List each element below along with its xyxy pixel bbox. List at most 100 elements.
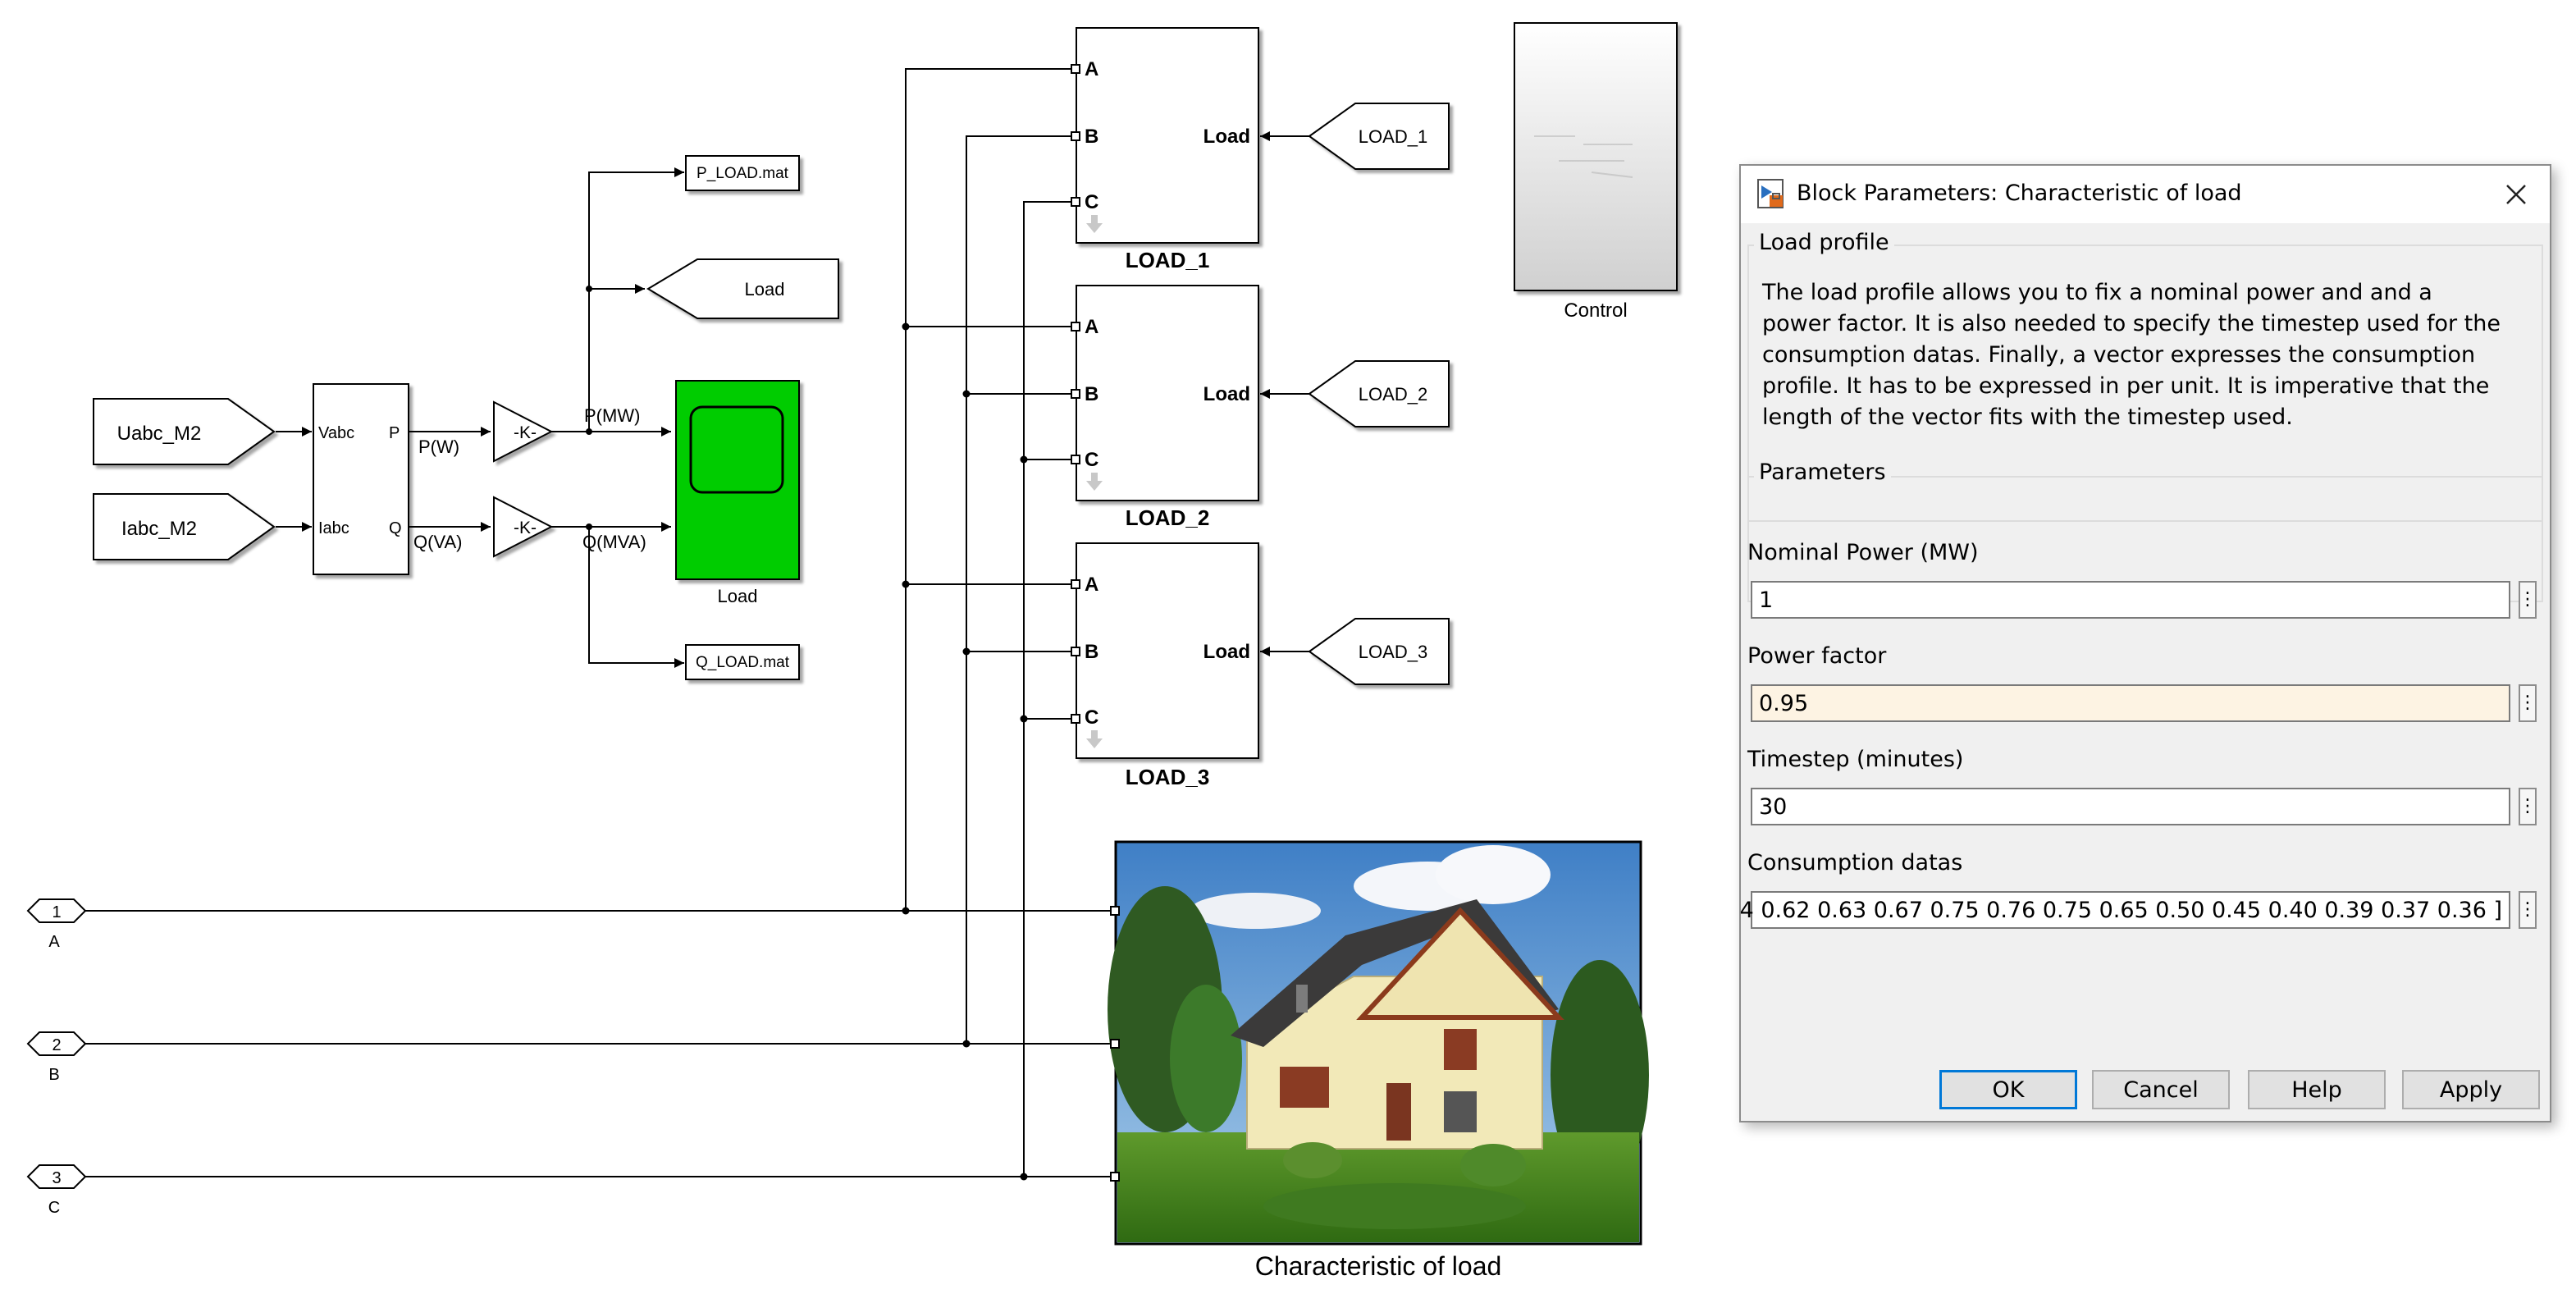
- port-squares: [1071, 64, 1080, 724]
- characteristic-of-load-label: Characteristic of load: [1255, 1251, 1502, 1281]
- ground-arrow-icon: [1086, 473, 1103, 491]
- junction-dot: [1020, 1173, 1028, 1181]
- port-iabc: Iabc: [318, 519, 349, 537]
- load-3-out-port: Load: [1204, 641, 1250, 663]
- control-block[interactable]: [1514, 22, 1678, 291]
- junction-dot: [586, 428, 592, 435]
- scope-screen-icon: [689, 405, 784, 494]
- load-block-1[interactable]: [1076, 27, 1259, 244]
- power-factor-label: Power factor: [1747, 643, 1887, 669]
- to-file-q-load-label: Q_LOAD.mat: [696, 654, 790, 671]
- consumption-datas-more-button[interactable]: ⋮: [2519, 891, 2537, 929]
- load-1-port-c: C: [1085, 191, 1098, 213]
- junction-dot: [962, 647, 971, 656]
- consumption-datas-label: Consumption datas: [1747, 850, 1963, 876]
- help-button[interactable]: Help: [2248, 1070, 2386, 1109]
- phase-port-a[interactable]: [26, 898, 87, 923]
- nominal-power-label: Nominal Power (MW): [1747, 540, 1979, 565]
- hedge: [1263, 1183, 1526, 1229]
- gain-q-label: -K-: [514, 519, 537, 537]
- close-button[interactable]: [2494, 172, 2538, 217]
- cloud: [1436, 845, 1551, 904]
- ground-arrow-icon: [1086, 730, 1103, 748]
- control-faint-diagram: [1534, 135, 1633, 178]
- from-tag-uabc-label: Uabc_M2: [117, 423, 202, 445]
- power-factor-field[interactable]: 0.95: [1751, 684, 2510, 722]
- phase-port-c-number: 3: [52, 1169, 61, 1187]
- signal-q-mva: Q(MVA): [582, 532, 646, 552]
- block-parameters-dialog[interactable]: Block Parameters: Characteristic of load…: [1739, 164, 2551, 1122]
- house-gable: [1356, 907, 1564, 1020]
- load-2-port-a: A: [1085, 316, 1098, 338]
- from-tag-load-2[interactable]: [1308, 360, 1450, 427]
- junction-dot: [1020, 715, 1028, 723]
- wire-to-p-file: [588, 167, 684, 432]
- load-3-port-c: C: [1085, 706, 1098, 729]
- phase-port-b-number: 2: [52, 1036, 61, 1054]
- cloud: [1190, 893, 1321, 929]
- junction-dot: [586, 286, 592, 292]
- dialog-title-bar[interactable]: Block Parameters: Characteristic of load: [1741, 166, 2550, 223]
- load-1-port-a: A: [1085, 58, 1098, 80]
- from-tag-load-1[interactable]: [1308, 103, 1450, 170]
- tree: [1170, 985, 1242, 1132]
- port-p: P: [389, 424, 400, 442]
- load-block-3[interactable]: [1076, 542, 1259, 759]
- signal-q-va: Q(VA): [413, 532, 462, 552]
- load-2-port-b: B: [1085, 383, 1098, 405]
- bus-c-riser: [1023, 201, 1076, 1177]
- window-shutter: [1444, 1029, 1477, 1070]
- power-factor-more-button[interactable]: ⋮: [2519, 684, 2537, 722]
- phase-port-c[interactable]: [26, 1164, 87, 1189]
- window-shutter: [1280, 1067, 1329, 1108]
- bus-b-riser: [966, 135, 1076, 1044]
- scope-load[interactable]: [675, 380, 800, 580]
- characteristic-of-load-block[interactable]: [1108, 840, 1649, 1246]
- load-3-port-b: B: [1085, 641, 1098, 663]
- block-parameters-icon: [1757, 179, 1784, 208]
- consumption-datas-value: 4 0.62 0.63 0.67 0.75 0.76 0.75 0.65 0.5…: [1739, 898, 2502, 923]
- timestep-more-button[interactable]: ⋮: [2519, 788, 2537, 825]
- to-file-p-load-label: P_LOAD.mat: [697, 165, 789, 182]
- from-tag-load-3-label: LOAD_3: [1359, 642, 1427, 662]
- junction-dot: [962, 1040, 971, 1048]
- load-2-out-port: Load: [1204, 383, 1250, 405]
- phase-port-b[interactable]: [26, 1031, 87, 1056]
- junction-dot: [586, 523, 592, 530]
- load-1-port-b: B: [1085, 126, 1098, 148]
- port-q: Q: [389, 519, 402, 537]
- from-tag-uabc[interactable]: [93, 398, 276, 465]
- goto-load[interactable]: [646, 258, 839, 319]
- apply-button[interactable]: Apply: [2402, 1070, 2540, 1109]
- bus-a-riser: [905, 68, 1076, 911]
- parameters-group: [1747, 476, 2543, 522]
- nominal-power-field[interactable]: 1: [1751, 581, 2510, 619]
- load-block-2[interactable]: [1076, 285, 1259, 501]
- timestep-field[interactable]: 30: [1751, 788, 2510, 825]
- window: [1444, 1091, 1477, 1132]
- to-file-p-load[interactable]: [685, 155, 800, 191]
- gain-q[interactable]: [493, 496, 554, 558]
- gain-p[interactable]: [493, 400, 554, 463]
- load-3-label: LOAD_3: [1126, 765, 1210, 789]
- consumption-datas-field[interactable]: 4 0.62 0.63 0.67 0.75 0.76 0.75 0.65 0.5…: [1740, 891, 2510, 929]
- cancel-button[interactable]: Cancel: [2092, 1070, 2230, 1109]
- gain-p-label: -K-: [514, 423, 537, 442]
- ok-button[interactable]: OK: [1939, 1070, 2077, 1109]
- from-tag-iabc[interactable]: [93, 493, 276, 560]
- from-tag-load-3[interactable]: [1308, 618, 1450, 685]
- timestep-label: Timestep (minutes): [1747, 747, 1964, 772]
- power-measurement-block[interactable]: [313, 383, 409, 575]
- junction-dot: [1020, 455, 1028, 464]
- phase-port-b-label: B: [48, 1066, 59, 1084]
- load-3-port-a: A: [1085, 574, 1098, 596]
- to-file-q-load[interactable]: [685, 644, 800, 680]
- load-profile-group-title: Load profile: [1754, 230, 1894, 255]
- load-2-port-c: C: [1085, 449, 1098, 471]
- nominal-power-more-button[interactable]: ⋮: [2519, 581, 2537, 619]
- door: [1386, 1083, 1411, 1141]
- shrub: [1460, 1144, 1526, 1186]
- shrub: [1283, 1142, 1342, 1178]
- load-profile-description: The load profile allows you to fix a nom…: [1762, 280, 2501, 430]
